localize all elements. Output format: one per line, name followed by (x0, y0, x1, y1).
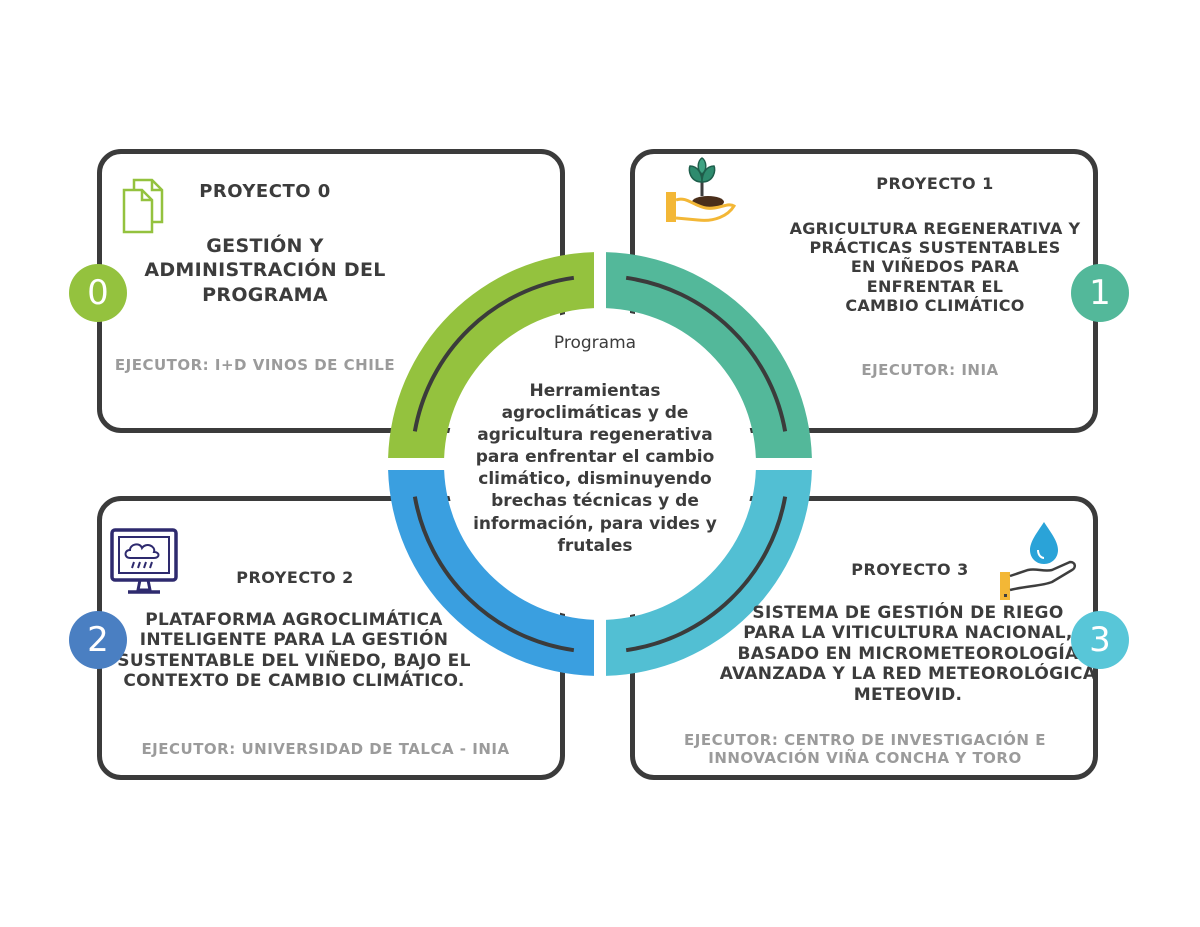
ring-connector-arc-2 (412, 496, 575, 653)
project-0-executor: EJECUTOR: I+D VINOS DE CHILE (114, 356, 396, 374)
project-2-executor: EJECUTOR: UNIVERSIDAD DE TALCA - INIA (141, 740, 510, 758)
project-2-description: PLATAFORMA AGROCLIMÁTICA INTELIGENTE PAR… (117, 610, 471, 692)
project-1-title: PROYECTO 1 (876, 174, 994, 193)
ring-connector-arc-3 (625, 496, 788, 653)
project-2-title: PROYECTO 2 (236, 568, 354, 587)
ring-segment-2 (388, 469, 595, 676)
project-3-executor: EJECUTOR: CENTRO DE INVESTIGACIÓN E INNO… (684, 731, 1046, 767)
center-program-description: Herramientas agroclimáticas y de agricul… (473, 381, 717, 556)
ring-segment-3 (605, 469, 812, 676)
project-3-number: 3 (1071, 611, 1129, 669)
center-label: Programa (553, 333, 637, 353)
documents-icon (120, 178, 168, 238)
project-1-number: 1 (1071, 264, 1129, 322)
ring-connector-arc-1 (625, 275, 788, 432)
ring-connector-arc-0 (412, 275, 575, 432)
ring-segment-1 (605, 252, 812, 459)
project-0-number: 0 (69, 264, 127, 322)
center-circle (446, 310, 754, 618)
project-3-description: SISTEMA DE GESTIÓN DE RIEGO PARA LA VITI… (719, 603, 1097, 705)
project-2-number: 2 (69, 611, 127, 669)
hand-plant-icon (662, 156, 738, 236)
project-0-description: GESTIÓN Y ADMINISTRACIÓN DEL PROGRAMA (144, 235, 386, 306)
monitor-weather-icon (110, 528, 178, 602)
project-3-title: PROYECTO 3 (851, 560, 969, 579)
hand-water-drop-icon (996, 520, 1080, 606)
ring-segment-0 (388, 252, 595, 459)
project-1-executor: EJECUTOR: INIA (861, 361, 999, 379)
project-1-description: AGRICULTURA REGENERATIVA Y PRÁCTICAS SUS… (789, 219, 1081, 315)
project-0-title: PROYECTO 0 (199, 181, 331, 202)
